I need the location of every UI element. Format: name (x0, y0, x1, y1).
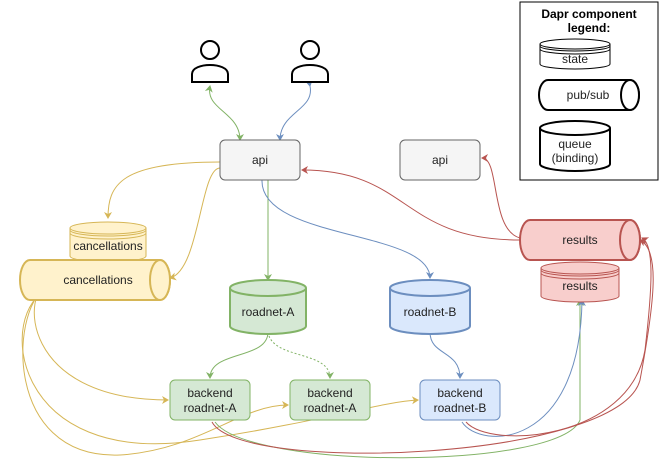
cancellations-pubsub-label: cancellations (63, 273, 132, 287)
legend-pubsub-label: pub/sub (567, 88, 610, 102)
legend-queue-symbol: queue (binding) (539, 120, 611, 172)
edge-backend-a1-results-pubsub (211, 239, 654, 454)
user-icon (191, 40, 229, 83)
legend-box: Dapr component legend: state pub/sub que… (519, 1, 659, 181)
backend-roadnet-b-node: backend roadnet-B (419, 379, 501, 421)
legend-queue-label-line2: (binding) (552, 151, 599, 165)
legend-title-line1: Dapr component (541, 7, 636, 21)
cancellations-state-store: cancellations (69, 221, 147, 263)
edge-api-cancellations-state (104, 161, 221, 219)
edge-roadnet-a-backend-a1 (206, 331, 269, 379)
results-state-store: results (540, 261, 620, 303)
edge-user1-api (204, 85, 244, 141)
backend-label-line2: roadnet-B (434, 401, 487, 415)
edge-api-roadnet-b (261, 179, 434, 279)
edge-backend-b-results-pubsub (465, 237, 652, 437)
backend-label-line1: backend (307, 386, 352, 400)
edge-user2-api (276, 79, 313, 141)
api-node-label: api (432, 153, 448, 167)
backend-label-line1: backend (187, 386, 232, 400)
api-node: api (219, 139, 301, 181)
edge-backend-b-results-state (461, 299, 586, 437)
results-state-label: results (562, 279, 597, 293)
user-icon (291, 40, 329, 83)
backend-label-line2: roadnet-A (304, 401, 357, 415)
edge-roadnet-a-backend-a2 (267, 331, 334, 379)
edge-results-api-left (301, 166, 521, 241)
legend-state-label: state (562, 52, 588, 66)
legend-state-symbol: state (539, 38, 611, 70)
legend-title-line2: legend: (568, 21, 611, 35)
results-pubsub-label: results (562, 233, 597, 247)
edge-backend-a1-results-state (214, 299, 584, 459)
edge-roadnet-b-backend-b (429, 331, 464, 379)
cancellations-state-label: cancellations (73, 239, 142, 253)
results-pubsub: results (519, 219, 641, 261)
backend-label-line2: roadnet-A (184, 401, 237, 415)
backend-roadnet-a-node: backend roadnet-A (169, 379, 251, 421)
cancellations-pubsub: cancellations (19, 259, 171, 301)
backend-roadnet-a-node: backend roadnet-A (289, 379, 371, 421)
api-node: api (399, 139, 481, 181)
edge-api-cancellations-pubsub (169, 167, 221, 281)
edge-results-api-right (481, 154, 521, 239)
legend-pubsub-symbol: pub/sub (538, 79, 640, 111)
roadnet-b-queue-label: roadnet-B (404, 305, 457, 319)
legend-queue-label-line1: queue (558, 137, 592, 151)
backend-label-line1: backend (437, 386, 482, 400)
roadnet-a-queue-label: roadnet-A (242, 305, 295, 319)
roadnet-b-queue: roadnet-B (389, 279, 471, 335)
api-node-label: api (252, 153, 268, 167)
roadnet-a-queue: roadnet-A (229, 279, 307, 335)
